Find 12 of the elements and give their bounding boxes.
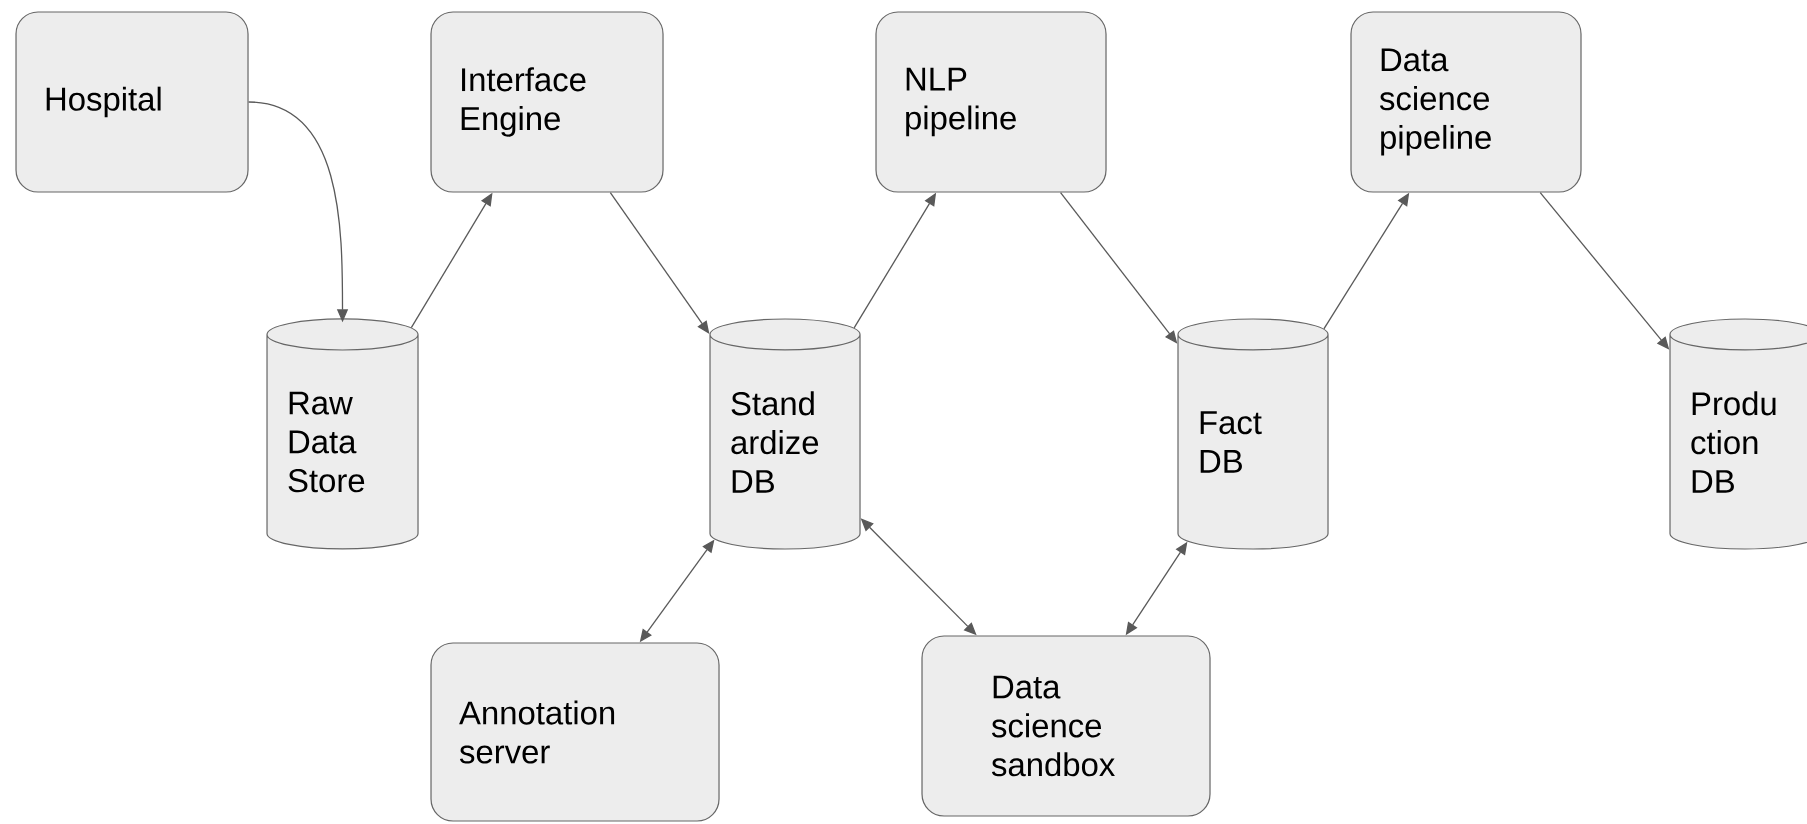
process-box: Data science sandbox — [921, 635, 1211, 817]
process-box: Interface Engine — [430, 11, 664, 193]
arrow — [609, 191, 710, 334]
process-box: Annotation server — [430, 642, 720, 822]
database-cylinder: Fact DB — [1177, 318, 1329, 550]
database-cylinder: Produ ction DB — [1669, 318, 1807, 550]
database-cylinder: Raw Data Store — [266, 318, 419, 550]
process-box: Data science pipeline — [1350, 11, 1582, 193]
process-box: NLP pipeline — [875, 11, 1107, 193]
database-cylinder: Stand ardize DB — [709, 318, 861, 550]
process-box: Hospital — [15, 11, 249, 193]
arrow — [1059, 191, 1178, 344]
